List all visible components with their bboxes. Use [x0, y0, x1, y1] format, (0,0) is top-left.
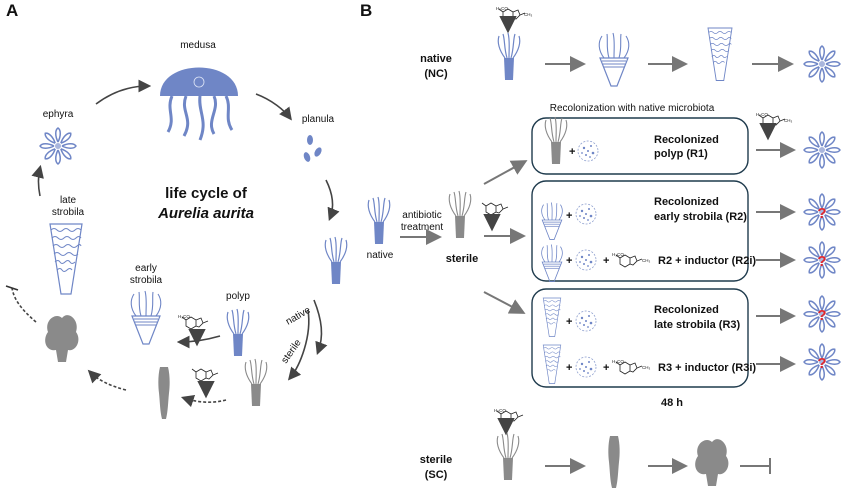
native-code: (NC) — [424, 68, 448, 80]
native-title: native — [420, 53, 452, 65]
polyp-illustration — [226, 308, 250, 357]
arrow-to-r3 — [483, 291, 526, 314]
b-sterile-polyp — [448, 190, 472, 239]
polyp-sterile-illustration — [244, 358, 268, 407]
chem-ch3-3: CH₃ — [642, 258, 650, 263]
r2-box — [531, 180, 749, 282]
label-early: early — [135, 263, 157, 274]
sterile-code: (SC) — [425, 469, 448, 481]
r1-polyp — [544, 116, 568, 165]
sterile-title: sterile — [420, 454, 452, 466]
native-early-strobila — [598, 32, 630, 87]
label-early-strobila: strobila — [130, 275, 163, 286]
sc-stop-arrow — [740, 458, 771, 474]
chem-h3co-3: H₃CO — [612, 252, 624, 257]
label-medusa: medusa — [180, 40, 216, 51]
b-native-label: native — [367, 250, 394, 261]
native-late-strobila — [707, 27, 733, 81]
life-cycle-species: Aurelia aurita — [157, 205, 254, 222]
native-polyp — [497, 32, 521, 81]
r3-strobila — [542, 297, 562, 337]
r2-plus: + — [566, 210, 572, 222]
chem-h3co-1: H₃CO — [496, 6, 508, 11]
r3-plus: + — [566, 316, 572, 328]
r3-box — [531, 288, 749, 388]
polyp-native-illustration — [324, 236, 348, 285]
medusa-illustration — [160, 67, 238, 141]
r2-question: ? — [817, 205, 826, 222]
r3-bacteria — [575, 310, 597, 332]
chem-h3co-6: H₃CO — [756, 112, 768, 117]
r3i-question: ? — [817, 355, 826, 372]
r3i-bacteria — [575, 356, 597, 378]
r2i-plus-2: + — [603, 255, 609, 267]
r3i-label: R3 + inductor (R3i) — [658, 362, 756, 374]
r2i-plus-1: + — [566, 255, 572, 267]
early-strobila-illustration — [130, 290, 162, 345]
r2i-label: R2 + inductor (R2i) — [658, 255, 756, 267]
inductor-molecule-2 — [191, 368, 219, 382]
panel-a-label: A — [6, 1, 18, 20]
r1-label-2: polyp (R1) — [654, 148, 708, 160]
r3i-strobila — [542, 344, 562, 384]
planula-illustration — [303, 135, 322, 162]
sc-blob — [695, 439, 729, 486]
life-cycle-title: life cycle of — [165, 185, 248, 202]
r2i-strobila — [541, 244, 563, 283]
sc-stick — [608, 436, 620, 488]
chem-ch3-6: CH₃ — [784, 118, 792, 123]
label-late-strobila: strobila — [52, 207, 85, 218]
r2-label-2: early strobila (R2) — [654, 211, 747, 223]
sc-polyp — [496, 432, 520, 481]
r3i-plus-1: + — [566, 362, 572, 374]
b-native-polyp — [367, 196, 391, 245]
chem-ch3-1: CH₃ — [524, 12, 532, 17]
ephyra-illustration — [39, 127, 77, 165]
r2i-bacteria — [575, 249, 597, 271]
r1-box — [531, 117, 749, 175]
antibiotic-label: antibiotic — [402, 210, 441, 221]
sterile-blob-illustration — [45, 315, 79, 362]
late-strobila-illustration — [49, 223, 83, 295]
r2-label-1: Recolonized — [654, 196, 719, 208]
r3-label-2: late strobila (R3) — [654, 319, 741, 331]
chem-h3co-4: H₃CO — [612, 359, 624, 364]
label-planula: planula — [302, 114, 335, 125]
chem-ch3-4: CH₃ — [642, 365, 650, 370]
r2-bacteria — [575, 203, 597, 225]
native-ephyra — [803, 45, 841, 83]
r3i-plus-2: + — [603, 362, 609, 374]
treatment-label: treatment — [401, 222, 443, 233]
b-sterile-label: sterile — [446, 253, 478, 265]
cycle-arrows — [5, 79, 340, 408]
r1-bacteria — [577, 140, 599, 162]
panel-b-label: B — [360, 1, 372, 20]
time-label: 48 h — [661, 397, 683, 409]
r3-label-1: Recolonized — [654, 304, 719, 316]
chem-h3co-2: H₃CO — [178, 314, 190, 319]
r1-ephyra — [803, 131, 841, 169]
r2i-question: ? — [817, 253, 826, 270]
r1-plus: + — [569, 146, 575, 158]
arrow-to-r1 — [483, 160, 528, 185]
recolonization-heading: Recolonization with native microbiota — [550, 103, 715, 114]
sterile-stick-illustration — [158, 367, 170, 419]
r2-strobila — [541, 202, 563, 241]
label-late: late — [60, 195, 77, 206]
sterile-molecule — [481, 202, 509, 216]
label-ephyra: ephyra — [43, 109, 74, 120]
chem-h3co-5: H₃CO — [494, 408, 506, 413]
r3-question: ? — [817, 307, 826, 324]
r1-label-1: Recolonized — [654, 134, 719, 146]
label-polyp: polyp — [226, 291, 250, 302]
